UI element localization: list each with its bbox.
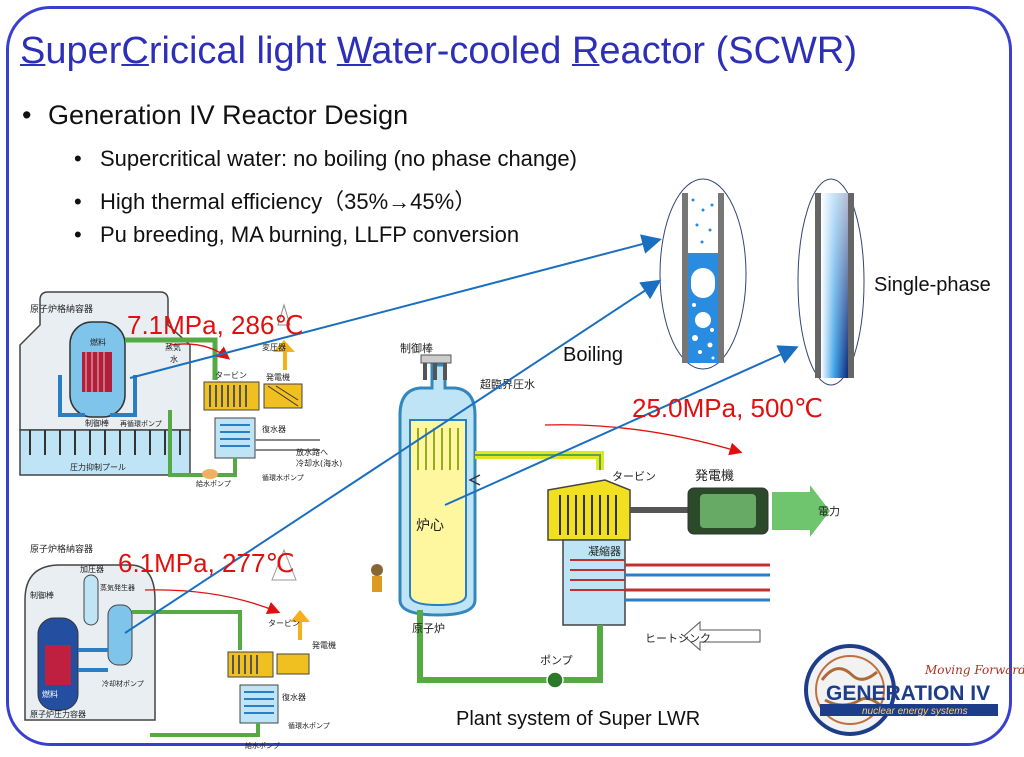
scwr-core-label: 炉心 [416, 518, 444, 534]
arrow-pwr-to-boiling [124, 279, 662, 634]
generation-iv-logo: Moving Forward GENERATION IV nuclear ene… [804, 644, 1024, 736]
pwr-turbine-label: タービン [268, 619, 300, 628]
pwr-sg-label: 蒸気発生器 [100, 583, 135, 592]
scwr-supercritical-label: 超臨界圧水 [480, 377, 535, 391]
plant-system-caption: Plant system of Super LWR [456, 708, 701, 730]
bwr-fuel-label: 燃料 [90, 337, 106, 347]
slide-title: SuperCricical light Water-cooled Reactor… [20, 30, 857, 72]
bwr-diagram: 原子炉格納容器 蒸気 水 燃料 制御棒 再循環ポンプ タービン 発電機 変圧器 … [19, 291, 342, 488]
bwr-transformer-label: 変圧器 [262, 342, 286, 352]
pwr-containment-label: 原子炉格納容器 [30, 543, 93, 555]
sub-bullet-1: •Supercritical water: no boiling (no pha… [74, 146, 577, 171]
connector-arrows [124, 234, 799, 634]
scwr-condenser-label: 凝縮器 [588, 544, 621, 558]
pwr-pressurizer-label: 加圧器 [80, 564, 104, 574]
scwr-turbine-label: タービン [612, 470, 656, 483]
pwr-diagram: 原子炉格納容器 加圧器 蒸気発生器 制御棒 燃料 原子炉圧力容器 冷却材ポンプ … [24, 543, 336, 750]
arrow-bwr-to-boiling [129, 234, 662, 379]
pwr-generator-label: 発電機 [312, 640, 336, 650]
pwr-rods-label: 制御棒 [30, 590, 54, 600]
slide-frame [6, 6, 1012, 746]
bwr-steam-label: 蒸気 [165, 342, 181, 352]
pwr-feedpump-label: 給水ポンプ [245, 741, 280, 750]
scwr-generator-label: 発電機 [695, 469, 734, 484]
scwr-pump-label: ポンプ [540, 654, 573, 667]
bwr-water-label: 水 [170, 354, 178, 364]
arrow-scwr-to-single-phase [444, 345, 799, 506]
pwr-circpump-label: 循環水ポンプ [288, 721, 330, 730]
bwr-discharge-label: 放水路へ [296, 447, 328, 457]
pwr-condenser-label: 復水器 [282, 692, 306, 702]
logo-subtitle: nuclear energy systems [862, 706, 968, 717]
bwr-seawater-label: 冷却水(海水) [296, 458, 342, 468]
bwr-turbine-label: タービン [215, 371, 247, 380]
bwr-containment-label: 原子炉格納容器 [30, 303, 93, 315]
scwr-diagram: 制御棒 超臨界圧水 炉心 原子炉 タービン 発電機 電力 凝縮器 ヒートシンク … [271, 341, 840, 689]
bwr-pool-label: 圧力抑制プール [70, 462, 126, 472]
bwr-condenser-label: 復水器 [262, 424, 286, 434]
sub-bullet-2: •High thermal efficiency（35%→45%） [74, 189, 477, 214]
scwr-heatsink-label: ヒートシンク [645, 632, 711, 645]
pwr-vessel-label: 原子炉圧力容器 [30, 709, 86, 719]
pwr-fuel-label: 燃料 [42, 689, 58, 699]
single-phase-label: Single-phase [874, 274, 991, 296]
scwr-power-label: 電力 [818, 505, 840, 518]
bwr-circpump-label: 循環水ポンプ [262, 473, 304, 482]
bwr-rods-label: 制御棒 [85, 418, 109, 428]
single-phase-channel [797, 178, 865, 386]
scwr-condition: 25.0MPa, 500℃ [632, 393, 824, 423]
main-bullet: •Generation IV Reactor Design [22, 100, 409, 130]
boiling-label: Boiling [563, 344, 624, 366]
pwr-condition: 6.1MPa, 277℃ [118, 548, 295, 578]
boiling-channel [659, 178, 747, 370]
bwr-feedpump-label: 給水ポンプ [196, 479, 231, 488]
logo-tagline: Moving Forward [924, 663, 1024, 677]
sub-bullet-3: •Pu breeding, MA burning, LLFP conversio… [74, 222, 520, 247]
bwr-generator-label: 発電機 [266, 372, 290, 382]
pwr-coolantpump-label: 冷却材ポンプ [102, 679, 144, 688]
scwr-reactor-label: 原子炉 [412, 622, 445, 635]
logo-name: GENERATION IV [826, 682, 990, 705]
scwr-rods-label: 制御棒 [400, 341, 433, 355]
bwr-condition: 7.1MPa, 286℃ [127, 310, 304, 340]
bwr-recirc-label: 再循環ポンプ [120, 419, 162, 428]
